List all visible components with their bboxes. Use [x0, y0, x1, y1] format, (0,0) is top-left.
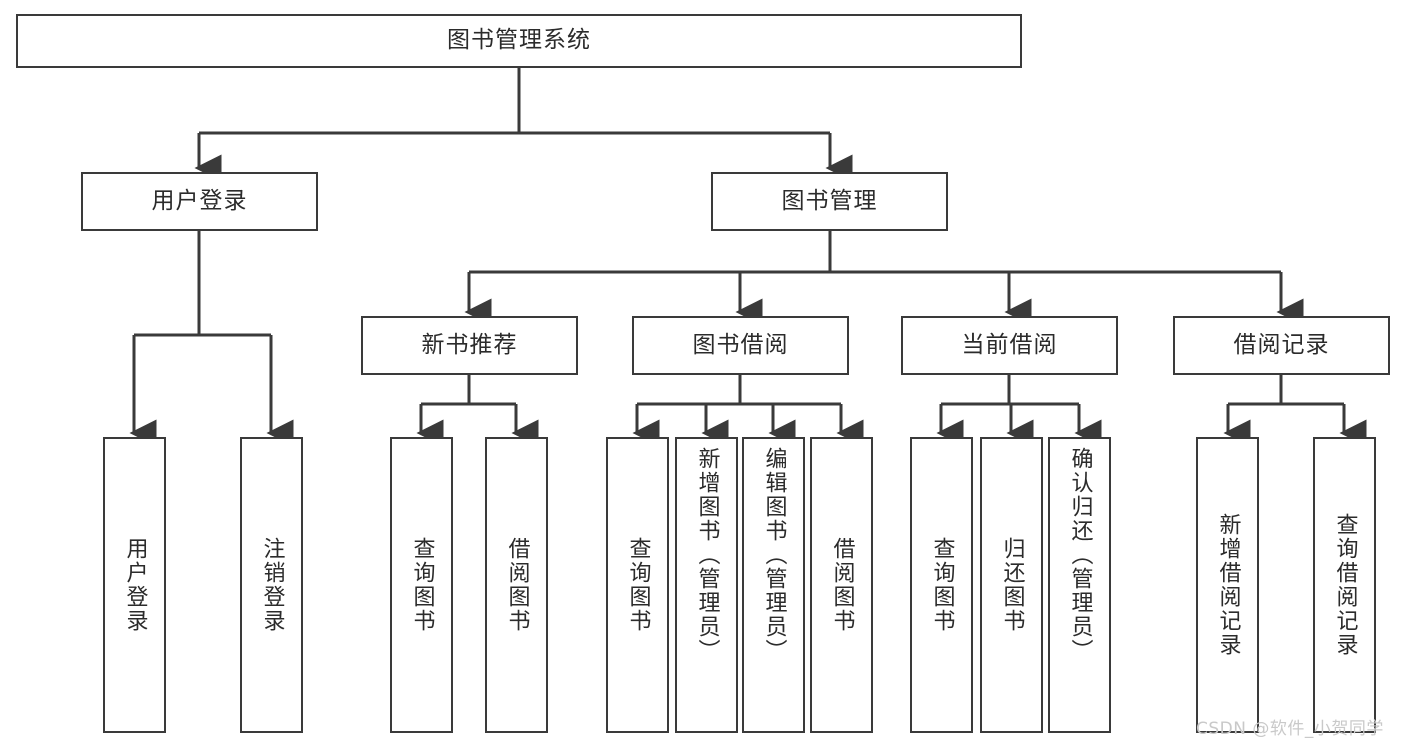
- node-label: 归还图书: [999, 537, 1025, 633]
- csdn-watermark: CSDN @软件_小贺同学: [1196, 719, 1384, 739]
- leaf-query-book-2[interactable]: 查询图书: [606, 437, 669, 733]
- leaf-logout[interactable]: 注销登录: [240, 437, 303, 733]
- node-label: 借阅图书: [829, 537, 855, 633]
- leaf-query-book-3[interactable]: 查询图书: [910, 437, 973, 733]
- leaf-query-book-1[interactable]: 查询图书: [390, 437, 453, 733]
- node-label: 查询借阅记录: [1332, 513, 1358, 657]
- node-label: 当前借阅: [961, 331, 1058, 358]
- node-book-borrow[interactable]: 图书借阅: [632, 316, 849, 375]
- leaf-add-book[interactable]: 新增图书（管理员）: [675, 437, 738, 733]
- leaf-borrow-book-1[interactable]: 借阅图书: [485, 437, 548, 733]
- leaf-query-record[interactable]: 查询借阅记录: [1313, 437, 1376, 733]
- node-label: 编辑图书（管理员）: [761, 447, 787, 663]
- node-root-system[interactable]: 图书管理系统: [16, 14, 1022, 68]
- leaf-edit-book[interactable]: 编辑图书（管理员）: [742, 437, 805, 733]
- node-label: 查询图书: [625, 537, 651, 633]
- node-label: 借阅图书: [504, 537, 530, 633]
- leaf-confirm-return[interactable]: 确认归还（管理员）: [1048, 437, 1111, 733]
- node-label: 新增图书（管理员）: [694, 447, 720, 663]
- node-label: 注销登录: [259, 537, 285, 633]
- node-label: 查询图书: [929, 537, 955, 633]
- node-label: 查询图书: [409, 537, 435, 633]
- node-label: 借阅记录: [1233, 331, 1330, 358]
- node-book-manage[interactable]: 图书管理: [711, 172, 948, 231]
- node-current-borrow[interactable]: 当前借阅: [901, 316, 1118, 375]
- node-label: 图书管理系统: [447, 27, 591, 54]
- leaf-add-record[interactable]: 新增借阅记录: [1196, 437, 1259, 733]
- leaf-return-book[interactable]: 归还图书: [980, 437, 1043, 733]
- node-label: 用户登录: [122, 537, 148, 633]
- node-label: 确认归还（管理员）: [1067, 447, 1093, 663]
- leaf-borrow-book-2[interactable]: 借阅图书: [810, 437, 873, 733]
- node-label: 新增借阅记录: [1215, 513, 1241, 657]
- node-label: 用户登录: [151, 187, 248, 214]
- node-label: 图书管理: [781, 187, 878, 214]
- node-borrow-record[interactable]: 借阅记录: [1173, 316, 1390, 375]
- node-label: 新书推荐: [421, 331, 518, 358]
- node-new-book-recommend[interactable]: 新书推荐: [361, 316, 578, 375]
- node-user-login[interactable]: 用户登录: [81, 172, 318, 231]
- leaf-user-login[interactable]: 用户登录: [103, 437, 166, 733]
- node-label: 图书借阅: [692, 331, 789, 358]
